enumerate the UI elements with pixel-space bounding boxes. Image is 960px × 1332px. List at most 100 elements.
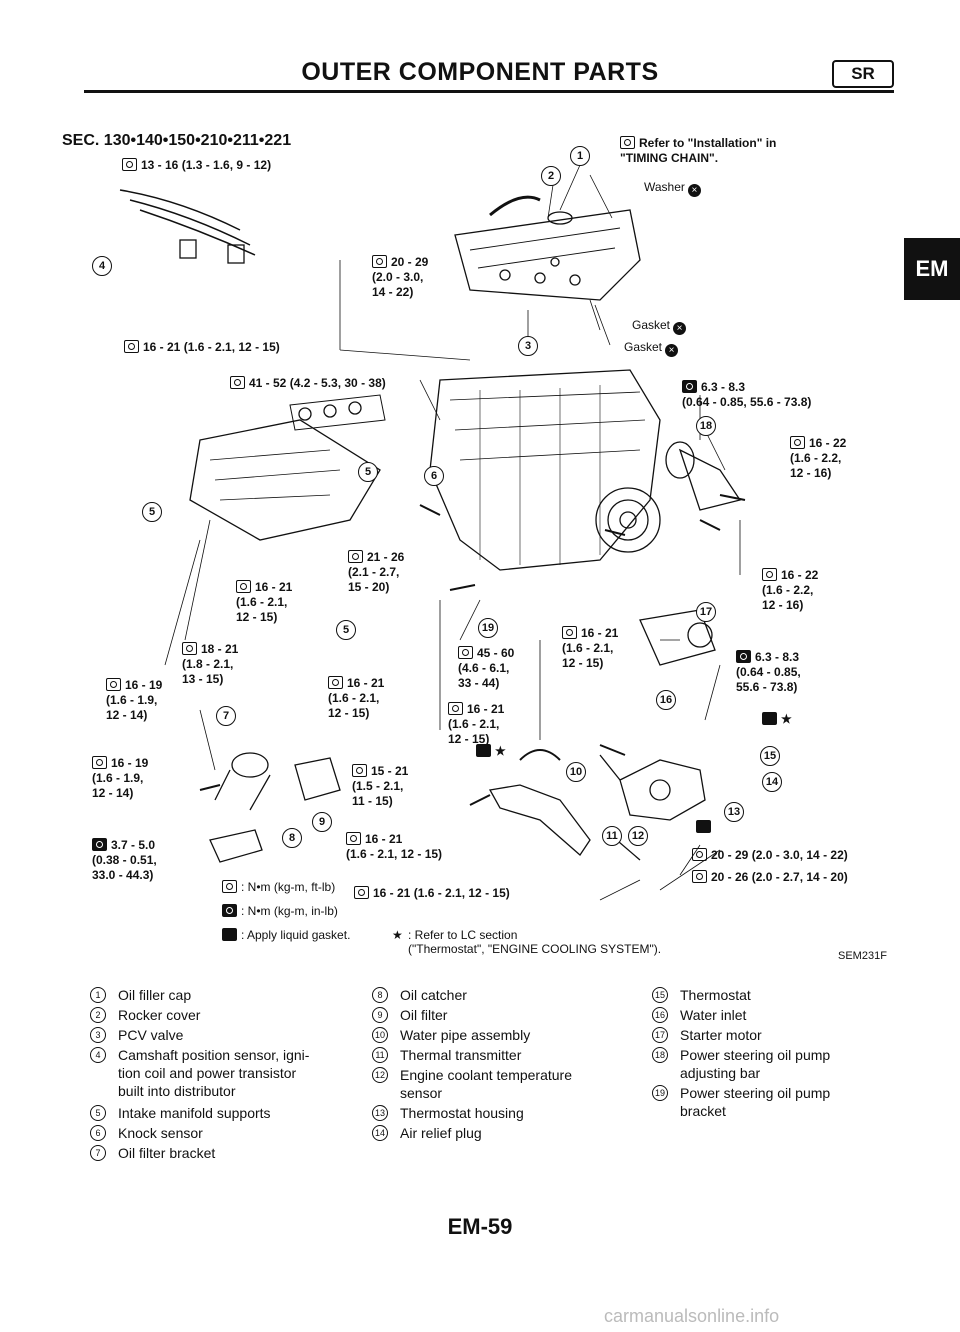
replace-icon: × bbox=[673, 322, 687, 335]
torque-icon bbox=[328, 676, 343, 689]
legend-liquid-gasket: : Apply liquid gasket. bbox=[222, 928, 350, 942]
section-number: SEC. 130•140•150•210•211•221 bbox=[62, 132, 292, 149]
callout: 7 bbox=[216, 706, 236, 726]
torque-icon bbox=[448, 702, 463, 715]
torque-inlb-icon bbox=[736, 650, 751, 663]
torque-icon bbox=[92, 756, 107, 769]
torque-inlb-icon bbox=[222, 904, 237, 917]
liquid-gasket-icon bbox=[222, 928, 237, 941]
replace-icon: × bbox=[665, 344, 679, 357]
torque-icon bbox=[348, 550, 363, 563]
torque-icon bbox=[230, 376, 245, 389]
gasket-note: Gasket× bbox=[624, 340, 679, 357]
torque-icon bbox=[182, 642, 197, 655]
callout: 8 bbox=[282, 828, 302, 848]
liquid-gasket-star-note: ★ bbox=[762, 712, 792, 727]
rocker-cover-shape bbox=[454, 209, 641, 301]
oil-filler-cap-shape bbox=[547, 211, 573, 225]
torque-label: 13 - 16 (1.3 - 1.6, 9 - 12) bbox=[122, 158, 271, 173]
page-number: EM-59 bbox=[447, 1214, 513, 1239]
callout: 19 bbox=[478, 618, 498, 638]
torque-icon bbox=[372, 255, 387, 268]
torque-label: 16 - 19 (1.6 - 1.9, 12 - 14) bbox=[92, 756, 149, 800]
torque-icon bbox=[692, 870, 707, 883]
engine-block-shape bbox=[429, 369, 661, 571]
callout: 12 bbox=[628, 826, 648, 846]
callout: 2 bbox=[541, 166, 561, 186]
torque-icon bbox=[562, 626, 577, 639]
torque-label: 20 - 26 (2.0 - 2.7, 14 - 20) bbox=[692, 870, 848, 885]
intake-manifold-shape bbox=[189, 419, 381, 541]
torque-inlb-icon bbox=[92, 838, 107, 851]
torque-icon bbox=[106, 678, 121, 691]
torque-label: 16 - 22 (1.6 - 2.2, 12 - 16) bbox=[790, 436, 847, 480]
torque-label: 16 - 19 (1.6 - 1.9, 12 - 14) bbox=[106, 678, 163, 722]
callout: 5 bbox=[358, 462, 378, 482]
replace-icon: × bbox=[687, 184, 701, 197]
torque-label: 41 - 52 (4.2 - 5.3, 30 - 38) bbox=[230, 376, 386, 391]
page-title: OUTER COMPONENT PARTS bbox=[301, 58, 659, 86]
torque-icon bbox=[352, 764, 367, 777]
torque-icon bbox=[692, 848, 707, 861]
callout: 3 bbox=[518, 336, 538, 356]
torque-icon bbox=[354, 886, 369, 899]
callout: 17 bbox=[696, 602, 716, 622]
callout: 18 bbox=[696, 416, 716, 436]
sr-badge: SR bbox=[832, 60, 894, 88]
torque-label: 16 - 22 (1.6 - 2.2, 12 - 16) bbox=[762, 568, 819, 612]
torque-label: 16 - 21 (1.6 - 2.1, 12 - 15) bbox=[448, 702, 505, 746]
liquid-gasket-star-note: ★ bbox=[476, 744, 506, 759]
callout: 9 bbox=[312, 812, 332, 832]
torque-label: 16 - 21 (1.6 - 2.1, 12 - 15) bbox=[562, 626, 619, 670]
liquid-gasket-icon bbox=[696, 820, 711, 833]
torque-label: 16 - 21 (1.6 - 2.1, 12 - 15) bbox=[354, 886, 510, 901]
legend-star-note: : Refer to LC section ("Thermostat", "EN… bbox=[408, 928, 662, 956]
torque-icon bbox=[122, 158, 137, 171]
callout: 11 bbox=[602, 826, 622, 846]
torque-label: 45 - 60 (4.6 - 6.1, 33 - 44) bbox=[458, 646, 515, 690]
torque-label: 16 - 21 (1.6 - 2.1, 12 - 15) bbox=[124, 340, 280, 355]
em-side-tab[interactable]: EM bbox=[904, 238, 960, 300]
torque-label: 15 - 21 (1.5 - 2.1, 11 - 15) bbox=[352, 764, 409, 808]
legend-nm-inlb: : N•m (kg-m, in-lb) bbox=[222, 904, 338, 918]
liquid-gasket-icon bbox=[476, 744, 491, 757]
crank-pulley-shape bbox=[595, 487, 661, 553]
water-pipe-shape bbox=[488, 784, 591, 856]
torque-icon bbox=[222, 880, 237, 893]
engine-exploded-diagram bbox=[119, 164, 746, 901]
washer-note: Washer× bbox=[644, 180, 701, 197]
callout: 16 bbox=[656, 690, 676, 710]
torque-label: 20 - 29 (2.0 - 3.0, 14 - 22) bbox=[372, 255, 429, 299]
watermark: carmanualsonline.info bbox=[604, 1306, 780, 1326]
torque-label: 16 - 21 (1.6 - 2.1, 12 - 15) bbox=[346, 832, 443, 861]
liquid-gasket-icon bbox=[762, 712, 777, 725]
refer-installation-note: Refer to "Installation" in "TIMING CHAIN… bbox=[620, 136, 777, 165]
callout: 5 bbox=[142, 502, 162, 522]
torque-label: 16 - 21 (1.6 - 2.1, 12 - 15) bbox=[328, 676, 385, 720]
torque-icon bbox=[346, 832, 361, 845]
legend-star-symbol: ★ bbox=[392, 928, 403, 942]
callout: 5 bbox=[336, 620, 356, 640]
oil-filter-shape bbox=[294, 757, 341, 801]
thermostat-housing-shape bbox=[619, 759, 706, 821]
callout: 1 bbox=[570, 146, 590, 166]
torque-label: 6.3 - 8.3 (0.64 - 0.85, 55.6 - 73.8) bbox=[736, 650, 801, 694]
callout: 4 bbox=[92, 256, 112, 276]
callout: 6 bbox=[424, 466, 444, 486]
torque-label: 16 - 21 (1.6 - 2.1, 12 - 15) bbox=[236, 580, 293, 624]
header-rule bbox=[84, 90, 894, 93]
torque-icon bbox=[124, 340, 139, 353]
torque-label: 6.3 - 8.3 (0.64 - 0.85, 55.6 - 73.8) bbox=[682, 380, 812, 409]
sem-code: SEM231F bbox=[838, 950, 887, 962]
torque-label: 18 - 21 (1.8 - 2.1, 13 - 15) bbox=[182, 642, 239, 686]
callout: 15 bbox=[760, 746, 780, 766]
torque-label: 20 - 29 (2.0 - 3.0, 14 - 22) bbox=[692, 848, 848, 863]
torque-icon bbox=[236, 580, 251, 593]
gasket-note: Gasket× bbox=[632, 318, 687, 335]
torque-icon bbox=[762, 568, 777, 581]
torque-icon bbox=[458, 646, 473, 659]
callout: 13 bbox=[724, 802, 744, 822]
plug-wires-shape bbox=[119, 189, 256, 256]
